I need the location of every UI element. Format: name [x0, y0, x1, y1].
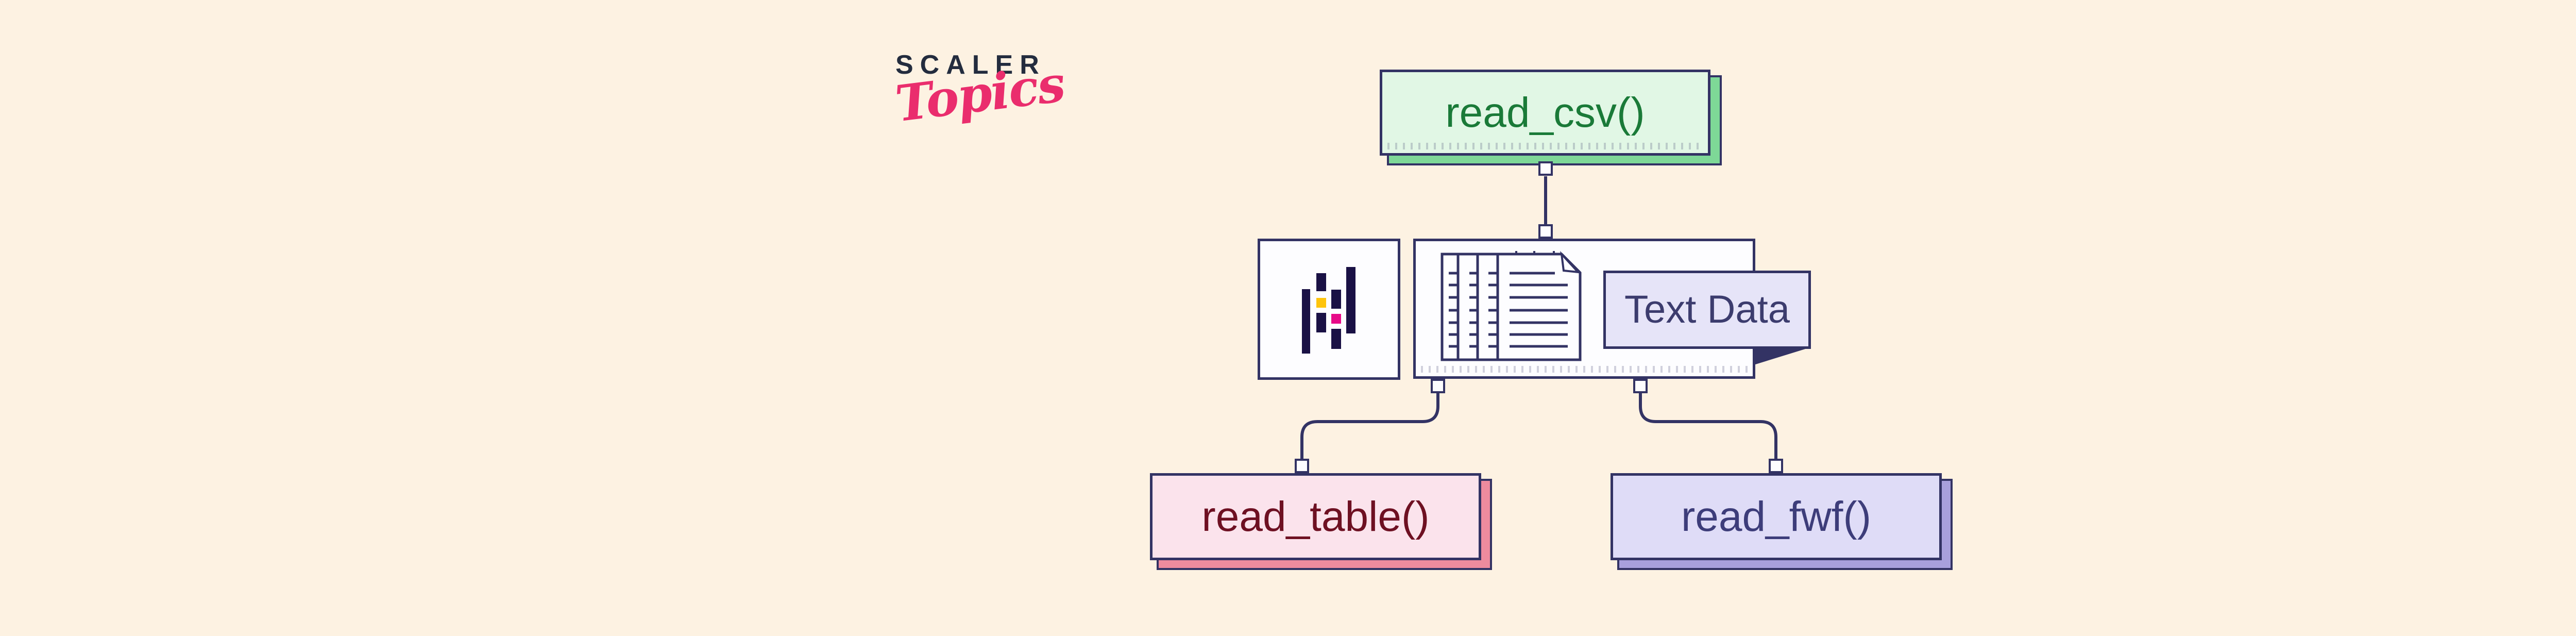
text-data-tag: Text Data — [1603, 271, 1811, 349]
wire-hub-to-read-fwf — [1639, 390, 1777, 460]
connector-port-hub-out-right — [1633, 379, 1648, 393]
hatch-texture — [1387, 143, 1703, 149]
read-fwf-label: read_fwf() — [1681, 493, 1872, 540]
scaler-wordmark: SCALER — [895, 50, 1046, 80]
connector-port-read-table-in — [1295, 459, 1309, 473]
text-data-label: Text Data — [1624, 288, 1790, 331]
connector-port-read-fwf-in — [1769, 459, 1783, 473]
node-read-fwf: read_fwf() — [1611, 473, 1942, 560]
connector-port-hub-out-left — [1431, 379, 1445, 393]
pandas-logo-icon — [1302, 267, 1355, 354]
read-csv-label: read_csv() — [1445, 89, 1645, 136]
scaler-topics-logo: SCALER Topics — [892, 49, 1067, 133]
hatch-texture — [1421, 366, 1748, 373]
document-icon — [1440, 251, 1582, 361]
connector-port-hub-in — [1538, 224, 1553, 239]
connector-port-read-csv-out — [1538, 161, 1553, 176]
pandas-logo-panel — [1258, 239, 1400, 380]
read-table-label: read_table() — [1201, 493, 1430, 540]
node-read-table: read_table() — [1150, 473, 1481, 560]
wire-hub-to-read-table — [1300, 390, 1439, 460]
node-read-csv: read_csv() — [1380, 70, 1710, 156]
